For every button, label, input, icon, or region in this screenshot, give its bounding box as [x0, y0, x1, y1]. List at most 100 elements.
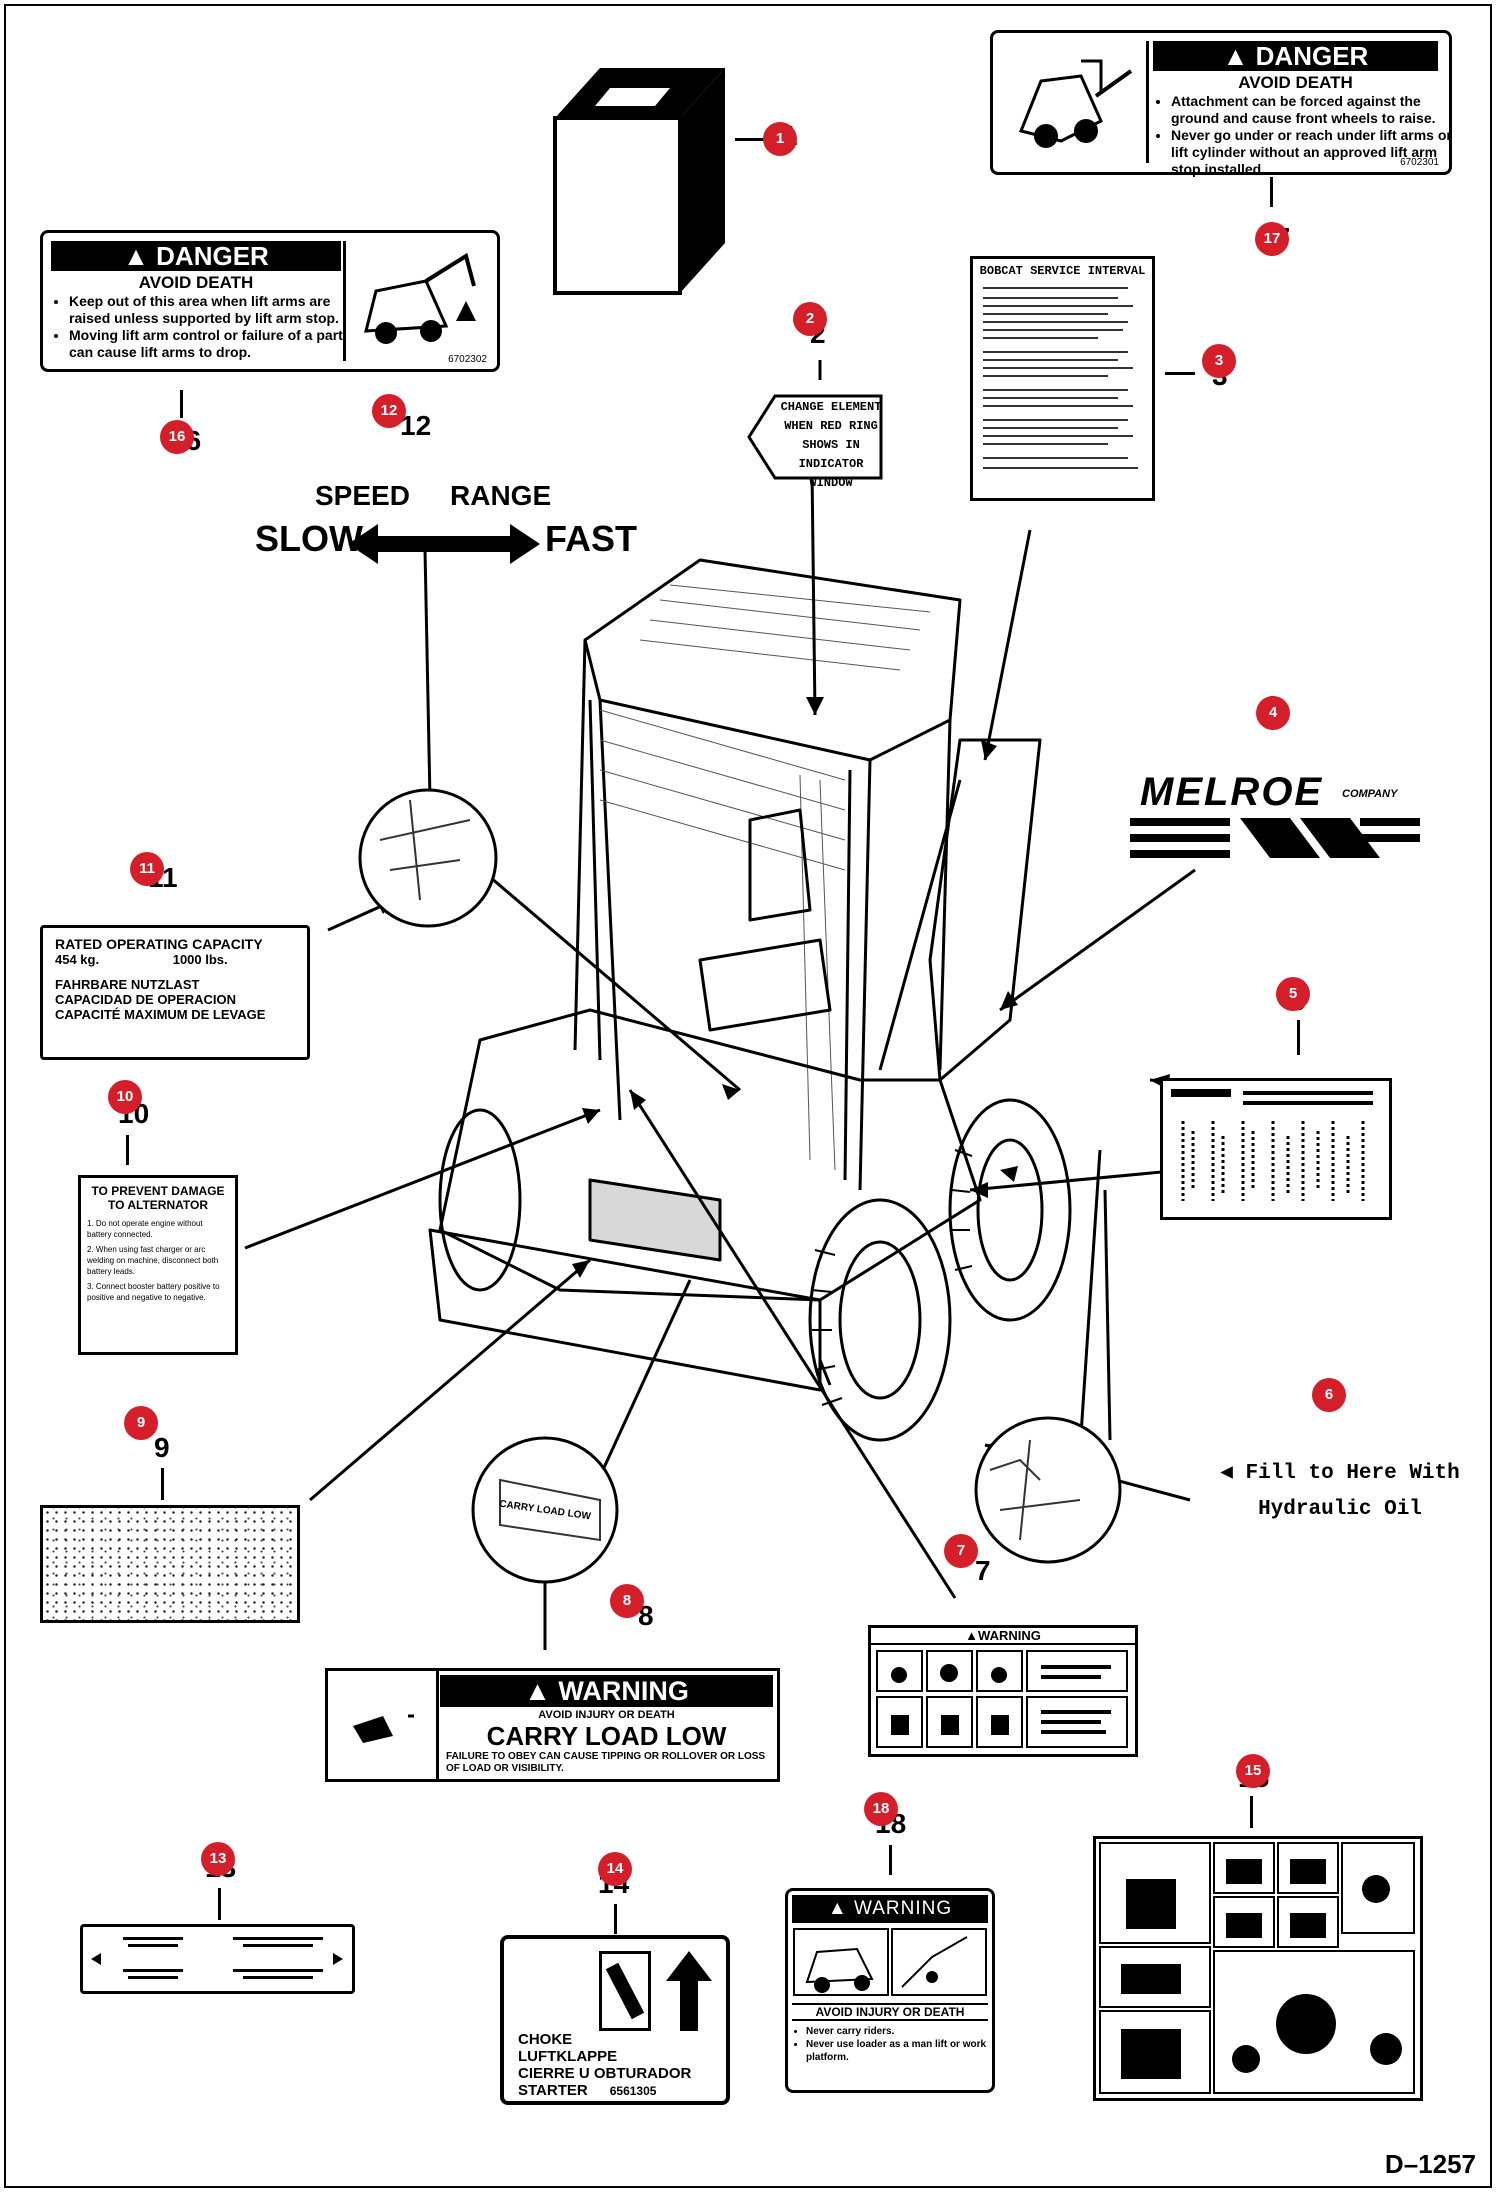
- marker-2[interactable]: 2: [793, 302, 827, 336]
- callout-leader-17: [1270, 177, 1273, 207]
- decal-10-alternator: TO PREVENT DAMAGE TO ALTERNATOR 1. Do no…: [78, 1175, 238, 1355]
- marker-18[interactable]: 18: [864, 1792, 898, 1826]
- decal-8-carry-load-low: ▲ WARNING AVOID INJURY OR DEATH CARRY LO…: [325, 1668, 780, 1782]
- marker-15[interactable]: 15: [1236, 1754, 1270, 1788]
- decal-17-bullet: Never go under or reach under lift arms …: [1171, 127, 1456, 178]
- decal-17-part-number: 6702301: [1400, 157, 1439, 168]
- decal-11-line3: CAPACITÉ MAXIMUM DE LEVAGE: [55, 1007, 266, 1022]
- decal-8-illustration: [328, 1671, 439, 1779]
- callout-leader-1: [735, 138, 777, 141]
- decal-3-title: BOBCAT SERVICE INTERVAL: [979, 264, 1146, 278]
- callout-leader-9: [161, 1468, 164, 1500]
- loader-tipping-icon: [1018, 59, 1133, 148]
- decal-16-subheader: AVOID DEATH: [138, 273, 254, 292]
- decal-18-bullet: Never use loader as a man lift or work p…: [806, 2038, 996, 2064]
- callout-leader-18: [889, 1845, 892, 1875]
- decal-1-box-kit: [553, 68, 725, 295]
- marker-11[interactable]: 11: [130, 852, 164, 886]
- callout-leader-14: [614, 1904, 617, 1934]
- marker-4[interactable]: 4: [1256, 696, 1290, 730]
- decal-10-item: 3. Connect booster battery positive to p…: [87, 1282, 220, 1302]
- callout-leader-16: [180, 390, 183, 418]
- decal-10-title1: TO PREVENT DAMAGE: [91, 1184, 225, 1198]
- marker-1[interactable]: 1: [763, 122, 797, 156]
- marker-8[interactable]: 8: [610, 1584, 644, 1618]
- decal-12-range: RANGE: [450, 480, 552, 511]
- decal-4-brand: MELROE: [1140, 770, 1324, 814]
- decal-3-service-interval: BOBCAT SERVICE INTERVAL: [970, 256, 1155, 501]
- marker-13[interactable]: 13: [201, 1842, 235, 1876]
- warning-triangle-icon: ▲: [524, 1676, 559, 1706]
- marker-10[interactable]: 10: [108, 1080, 142, 1114]
- decal-18-bullet: Never carry riders.: [806, 2025, 996, 2038]
- decal-18-subheader: AVOID INJURY OR DEATH: [792, 2003, 988, 2021]
- decal-8-subheader: AVOID INJURY OR DEATH: [538, 1709, 675, 1721]
- decal-11-lbs: 1000 lbs.: [172, 952, 228, 967]
- marker-6[interactable]: 6: [1312, 1378, 1346, 1412]
- decal-5-operating-chart: [1160, 1078, 1392, 1220]
- callout-number-9: 9: [154, 1432, 170, 1463]
- decal-16-danger: ▲ DANGER AVOID DEATH Keep out of this ar…: [40, 230, 500, 372]
- decal-14-choke: CHOKE LUFTKLAPPE CIERRE U OBTURADOR STAR…: [500, 1935, 730, 2105]
- raised-lift-arm-icon: [364, 252, 476, 344]
- decal-16-bullets: Keep out of this area when lift arms are…: [51, 293, 354, 361]
- marker-14[interactable]: 14: [598, 1852, 632, 1886]
- decal-17-danger: ▲ DANGER AVOID DEATH Attachment can be f…: [990, 30, 1452, 177]
- page-frame: [4, 4, 1492, 2188]
- melroe-stripes-icon: [1130, 818, 1420, 858]
- decal-18-header: ▲ WARNING: [792, 1895, 988, 1923]
- marker-12[interactable]: 12: [372, 394, 406, 428]
- decal-18-pictograms: [793, 1928, 987, 1996]
- decal-13-control-labels: [80, 1924, 355, 1994]
- warning-triangle-icon: ▲: [1222, 41, 1256, 71]
- decal-2-text: CHANGE ELEMENT WHEN RED RING SHOWS IN IN…: [776, 398, 886, 493]
- marker-17[interactable]: 17: [1255, 222, 1289, 256]
- callout-number-7: 7: [975, 1555, 991, 1586]
- decal-17-bullets: Attachment can be forced against the gro…: [1153, 93, 1456, 178]
- decal-14-part-number: 6561305: [609, 2084, 657, 2098]
- left-arrow-icon: ◀: [1220, 1462, 1246, 1485]
- decal-7-header: ▲WARNING: [871, 1628, 1135, 1645]
- decal-6-fill-hydraulic: ◀ Fill to Here With Hydraulic Oil: [1220, 1456, 1460, 1528]
- decal-7-warning-panel: ▲WARNING: [868, 1625, 1138, 1757]
- decal-2-line: INDICATOR WINDOW: [798, 457, 864, 490]
- marker-3[interactable]: 3: [1202, 344, 1236, 378]
- decal-15-pictograms: [1099, 1842, 1415, 2094]
- callout-leader-15: [1250, 1796, 1253, 1828]
- decal-14-line: CIERRE U OBTURADOR: [518, 2065, 692, 2082]
- decal-11-line2: CAPACIDAD DE OPERACION: [55, 992, 237, 1007]
- callout-leader-13: [218, 1888, 221, 1920]
- decal-2-line: WHEN RED RING: [784, 419, 878, 433]
- decal-8-header: ▲ WARNING: [440, 1675, 773, 1707]
- marker-9[interactable]: 9: [124, 1406, 158, 1440]
- decal-11-rated-capacity: RATED OPERATING CAPACITY 454 kg. 1000 lb…: [40, 925, 310, 1060]
- decal-10-item: 1. Do not operate engine without battery…: [87, 1219, 203, 1239]
- marker-7[interactable]: 7: [944, 1534, 978, 1568]
- decal-14-text: CHOKE LUFTKLAPPE CIERRE U OBTURADOR STAR…: [518, 2031, 691, 2100]
- decal-4-company: COMPANY: [1342, 788, 1398, 800]
- decal-8-main: CARRY LOAD LOW: [486, 1721, 727, 1751]
- decal-12-speed-range: SPEED RANGE SLOW FAST: [255, 480, 637, 570]
- decal-16-part-number: 6702302: [448, 354, 487, 365]
- callout-leader-10: [126, 1135, 129, 1165]
- decal-16-header: ▲ DANGER: [51, 241, 341, 271]
- decal-6-line2: Hydraulic Oil: [1258, 1498, 1422, 1521]
- decal-10-title2: TO ALTERNATOR: [108, 1198, 208, 1212]
- decal-11-kg: 454 kg.: [55, 952, 100, 967]
- warning-triangle-icon: ▲: [827, 1898, 854, 1919]
- decal-13-fine-print: [91, 1937, 343, 1979]
- marker-5[interactable]: 5: [1276, 977, 1310, 1011]
- decal-10-item: 2. When using fast charger or arc weldin…: [87, 1245, 219, 1276]
- decal-8-text: FAILURE TO OBEY CAN CAUSE TIPPING OR ROL…: [446, 1751, 766, 1774]
- marker-16[interactable]: 16: [160, 420, 194, 454]
- decal-11-capacity: 454 kg. 1000 lbs.: [55, 952, 295, 967]
- choke-lever-icon: [599, 1951, 651, 2031]
- low-bucket-icon: [353, 1714, 414, 1743]
- decal-17-subheader: AVOID DEATH: [1238, 73, 1353, 92]
- warning-triangle-icon: ▲: [123, 241, 157, 271]
- decal-6-line1: ◀ Fill to Here With: [1220, 1462, 1460, 1485]
- callout-leader-3: [1165, 372, 1195, 375]
- decal-16-bullet: Moving lift arm control or failure of a …: [69, 327, 354, 361]
